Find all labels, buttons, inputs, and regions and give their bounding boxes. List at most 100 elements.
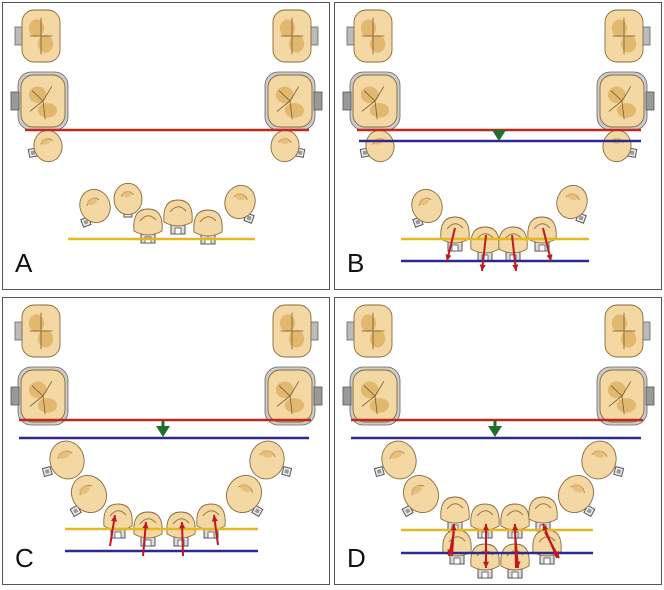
bracket-slot	[586, 508, 593, 514]
bracket-slot	[246, 215, 252, 221]
canine-right	[226, 474, 264, 518]
tooth-crown	[226, 474, 262, 514]
dental-arch	[10, 304, 323, 557]
premolar-left	[359, 129, 395, 163]
premolar-right	[602, 129, 638, 163]
second-molar-right	[604, 9, 651, 63]
canine-right	[224, 184, 256, 224]
canine-left	[69, 474, 107, 518]
bracket-slot	[72, 508, 79, 514]
canine-right	[558, 474, 596, 518]
tooth-crown	[33, 129, 63, 163]
cusp-shade	[261, 449, 273, 458]
panel-b: B	[334, 2, 662, 290]
tooth-crown	[196, 503, 226, 531]
down-arrow-4	[544, 531, 560, 559]
cusp-shade	[40, 138, 51, 145]
tooth-crown	[556, 184, 588, 220]
premolar-right	[270, 129, 306, 163]
arrow-head	[447, 549, 454, 556]
green-arrow-head	[492, 130, 506, 141]
bracket-slot	[207, 531, 215, 539]
tooth-ridge	[534, 503, 552, 510]
tooth-ridge	[139, 518, 157, 525]
tooth-ridge	[139, 215, 157, 222]
panel-c-diagram	[10, 304, 323, 557]
bracket-slot	[44, 469, 50, 474]
tooth-crown	[133, 208, 163, 236]
green-arrow-head	[156, 426, 170, 437]
cusp-shade	[369, 103, 390, 118]
cusp-shade	[620, 329, 637, 348]
fissure	[608, 86, 632, 120]
tooth-ridge	[446, 223, 464, 230]
arrow-head	[211, 515, 218, 522]
first-molar-right	[596, 71, 655, 131]
cusp-shade	[369, 398, 390, 413]
cusp-shade	[86, 197, 97, 206]
cusp-shade	[240, 483, 251, 493]
fissure	[608, 381, 632, 415]
tooth-crown	[558, 474, 594, 514]
bracket-slot	[30, 150, 36, 156]
bracket-slot	[578, 215, 584, 221]
panel-label-d: D	[347, 543, 366, 573]
first-molar-left	[342, 71, 401, 131]
first-premolar-left	[373, 440, 417, 480]
fissure	[29, 312, 53, 350]
bracket-slot	[144, 539, 152, 547]
down-arrow-2	[482, 532, 490, 568]
cusp-shade	[593, 449, 605, 458]
bracket-slot	[538, 244, 546, 252]
fissure	[29, 381, 53, 415]
bracket-slot	[511, 571, 519, 579]
fissure	[612, 17, 636, 55]
green-arrow-stem	[161, 421, 165, 427]
cusp-shade	[284, 398, 305, 413]
cusp-shade	[389, 450, 402, 459]
canine-left	[411, 188, 443, 228]
tube-bracket	[10, 386, 20, 406]
arrow-head	[542, 524, 549, 531]
tube-bracket	[10, 91, 20, 111]
tooth-ridge	[448, 536, 466, 543]
cusp-shade	[616, 398, 637, 413]
tooth-crown	[79, 188, 111, 224]
retraction-arrow-1	[445, 227, 456, 262]
tube-bracket	[342, 386, 352, 406]
cusp-shade	[572, 483, 583, 493]
cusp-shade	[288, 329, 305, 348]
arrow-head	[512, 524, 519, 531]
lateral-incisor-left	[440, 496, 470, 532]
tooth-crown	[403, 474, 439, 514]
cusp-shade	[360, 86, 379, 104]
tooth-crown	[381, 440, 417, 480]
tooth-crown	[224, 184, 256, 220]
tooth-crown	[528, 496, 558, 524]
tube-bracket	[313, 91, 323, 111]
arrow-head	[553, 551, 559, 558]
second-molar-left	[14, 304, 61, 358]
bracket-slot	[174, 227, 182, 235]
bracket-slot	[284, 469, 290, 474]
tooth-ridge	[109, 510, 127, 517]
second-molar-right	[272, 9, 319, 63]
arrow-head	[546, 254, 553, 261]
arrow-head	[512, 264, 519, 271]
cusp-shade	[360, 19, 377, 38]
tooth-crown	[440, 496, 470, 524]
cusp-shade	[275, 381, 294, 399]
arrow-head	[482, 524, 490, 531]
arrow-head	[482, 561, 490, 568]
canine-right	[556, 184, 588, 224]
arrow-head	[179, 522, 186, 529]
bracket-slot	[415, 219, 421, 225]
cusp-shade	[611, 314, 628, 333]
intrusion-arrow-1	[109, 514, 118, 547]
second-molar-right	[272, 304, 319, 358]
central-incisor-left	[133, 511, 163, 547]
panel-label-b: B	[347, 248, 365, 278]
cusp-shade	[275, 86, 294, 104]
arrow-head	[110, 515, 118, 522]
tooth-crown	[71, 474, 107, 514]
